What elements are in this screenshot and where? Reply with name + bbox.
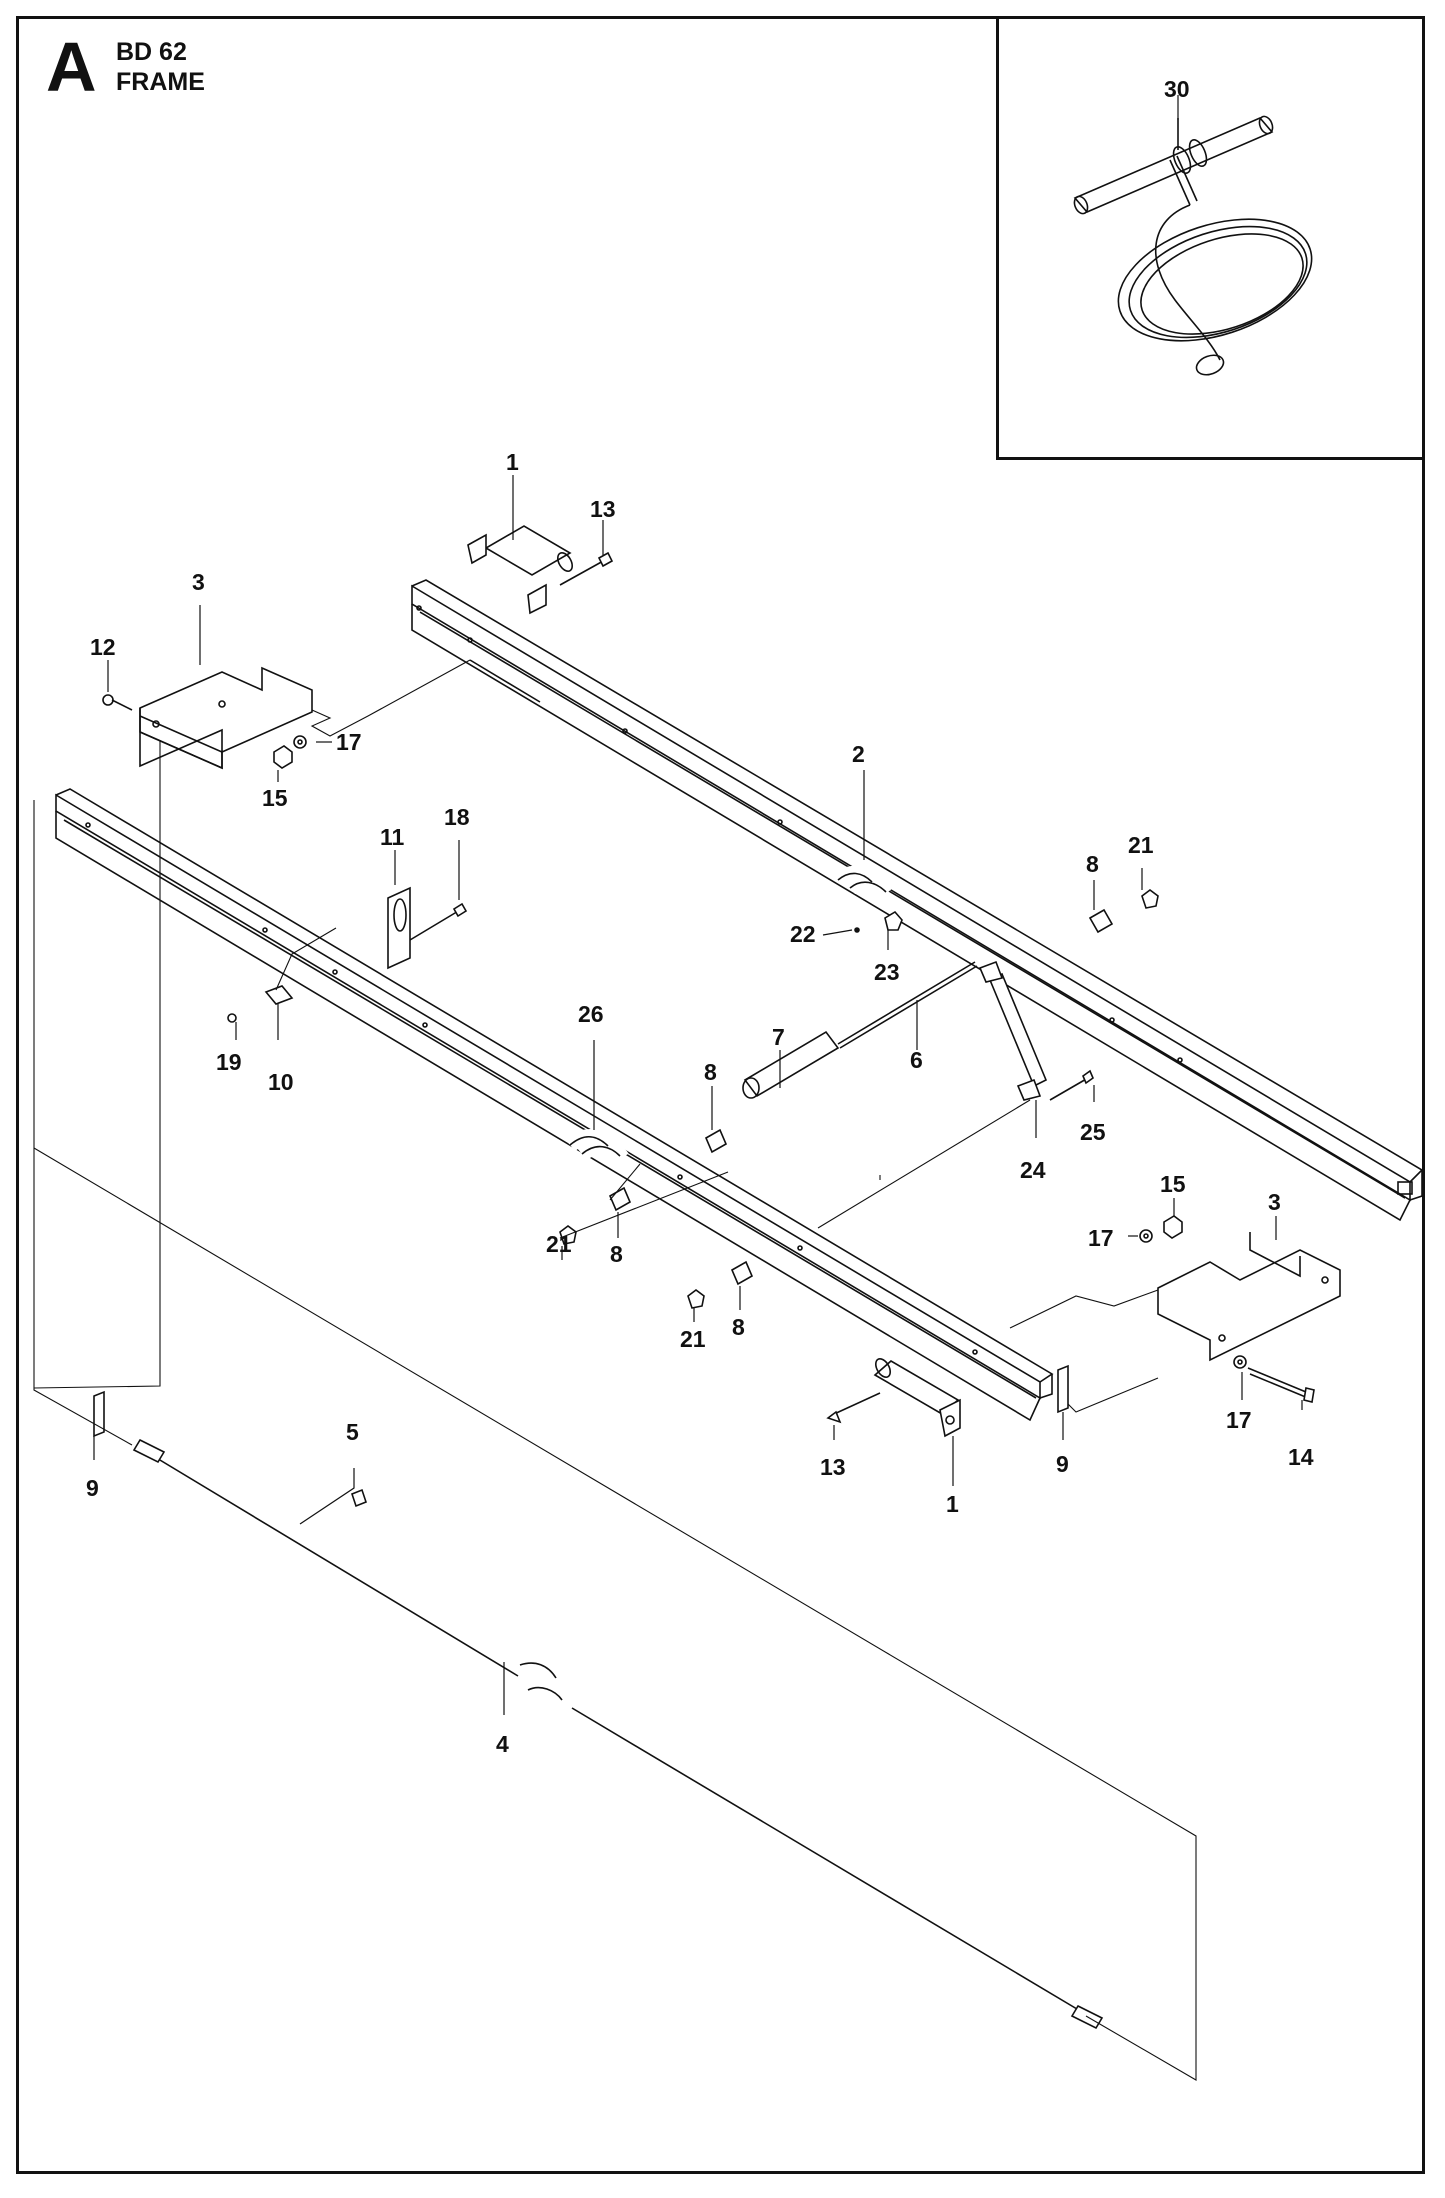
callout-17-right-top: 17 [1088, 1225, 1114, 1251]
drawing-border [16, 16, 1425, 2174]
callout-8-mid: 8 [704, 1059, 717, 1085]
callout-12: 12 [90, 634, 116, 660]
callout-22: 22 [790, 921, 816, 947]
break-mark-rear-rail [837, 872, 887, 893]
part-26-front-rail [55, 788, 1054, 1422]
callout-2: 2 [852, 741, 865, 767]
part-1-top-handle [467, 525, 574, 615]
part-3-right-bracket [1157, 1232, 1341, 1362]
part-3-left-bracket [139, 666, 313, 770]
callout-17-right-low: 17 [1226, 1407, 1252, 1433]
part-1-bottom-handle [873, 1358, 961, 1438]
part-4-cable [132, 1438, 1104, 2030]
callout-8-lower: 8 [732, 1314, 745, 1340]
break-mark-front-rail [569, 1136, 621, 1157]
group-title: FRAME [116, 68, 205, 96]
callout-10: 10 [268, 1069, 294, 1095]
callout-3-right: 3 [1268, 1189, 1281, 1215]
callout-21-low: 21 [680, 1326, 706, 1352]
callout-15-left: 15 [262, 785, 288, 811]
callout-13-top: 13 [590, 496, 616, 522]
callout-14: 14 [1288, 1444, 1314, 1470]
small-hardware [93, 551, 1315, 1508]
assembly-lines [33, 659, 1197, 2081]
callout-8-right: 8 [1086, 851, 1099, 877]
accessory-inset-box [996, 16, 1425, 460]
callout-26: 26 [578, 1001, 604, 1027]
callout-11: 11 [380, 824, 405, 850]
callout-1-top: 1 [506, 449, 519, 475]
part-30-handle-with-cable [1073, 115, 1313, 376]
callout-15-right: 15 [1160, 1171, 1186, 1197]
callout-9-left: 9 [86, 1475, 99, 1501]
callout-numbers: 30 1 13 3 12 17 15 2 11 18 8 21 22 23 26… [86, 76, 1314, 1757]
callout-6: 6 [910, 1047, 923, 1073]
callout-leaders [93, 95, 1303, 1715]
callout-3-left: 3 [192, 569, 205, 595]
callout-8-low: 8 [610, 1241, 623, 1267]
callout-5: 5 [346, 1419, 359, 1445]
callout-24: 24 [1020, 1157, 1046, 1183]
callout-21-mid: 21 [546, 1231, 572, 1257]
callout-30: 30 [1164, 76, 1190, 102]
callout-1-low: 1 [946, 1491, 959, 1517]
callout-21-right: 21 [1128, 832, 1154, 858]
callout-23: 23 [874, 959, 900, 985]
callout-13-low: 13 [820, 1454, 846, 1480]
section-letter: A [46, 28, 97, 106]
callout-25: 25 [1080, 1119, 1106, 1145]
callout-17-left: 17 [336, 729, 362, 755]
callout-9-right: 9 [1056, 1451, 1069, 1477]
callout-19: 19 [216, 1049, 242, 1075]
part-2-rear-rail [411, 579, 1424, 1222]
callout-18: 18 [444, 804, 470, 830]
callout-7: 7 [772, 1024, 785, 1050]
callout-4: 4 [496, 1731, 509, 1757]
model-name: BD 62 [116, 38, 187, 66]
